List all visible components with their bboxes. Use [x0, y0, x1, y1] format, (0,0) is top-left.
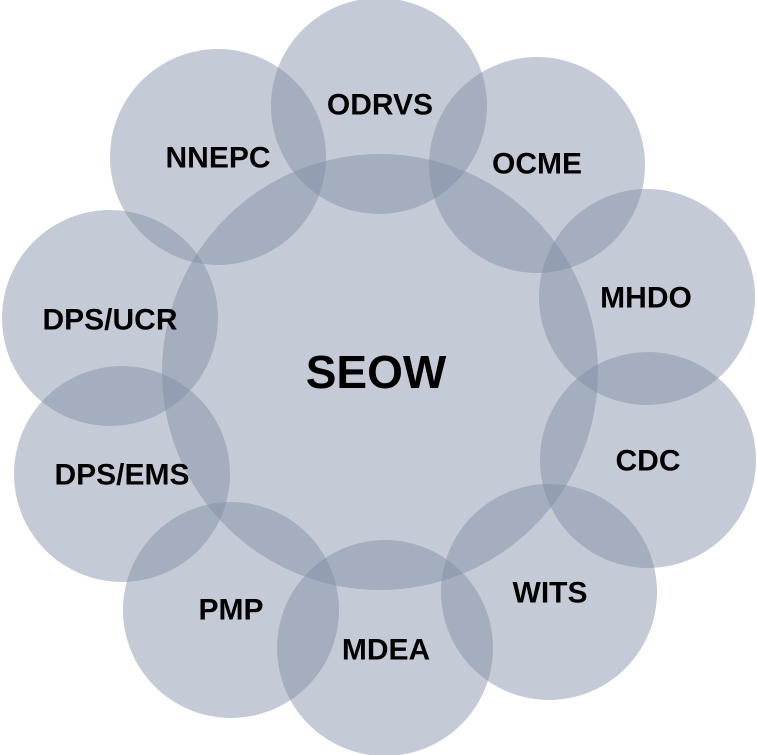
- center-label: SEOW: [306, 346, 447, 398]
- node-label-mdea: MDEA: [342, 634, 430, 667]
- node-label-cdc: CDC: [616, 445, 681, 478]
- circle-dps-ucr: [2, 210, 218, 426]
- node-label-ocme: OCME: [492, 148, 582, 181]
- node-label-dps-ucr: DPS/UCR: [42, 304, 177, 337]
- circle-wits: [441, 484, 657, 700]
- node-label-mhdo: MHDO: [600, 282, 692, 315]
- circle-dps-ems: [14, 366, 230, 582]
- node-label-odrvs: ODRVS: [327, 89, 433, 122]
- circle-mdea: [277, 540, 493, 755]
- node-label-nnepc: NNEPC: [165, 142, 270, 175]
- circle-cdc: [540, 352, 756, 568]
- circle-ocme: [429, 57, 645, 273]
- node-label-wits: WITS: [513, 577, 588, 610]
- circle-odrvs: [271, 0, 487, 214]
- circle-mhdo: [539, 189, 755, 405]
- circle-pmp: [123, 502, 339, 718]
- center-circle: [162, 154, 598, 590]
- node-label-pmp: PMP: [198, 594, 263, 627]
- circle-nnepc: [110, 49, 326, 265]
- node-label-dps-ems: DPS/EMS: [54, 459, 189, 492]
